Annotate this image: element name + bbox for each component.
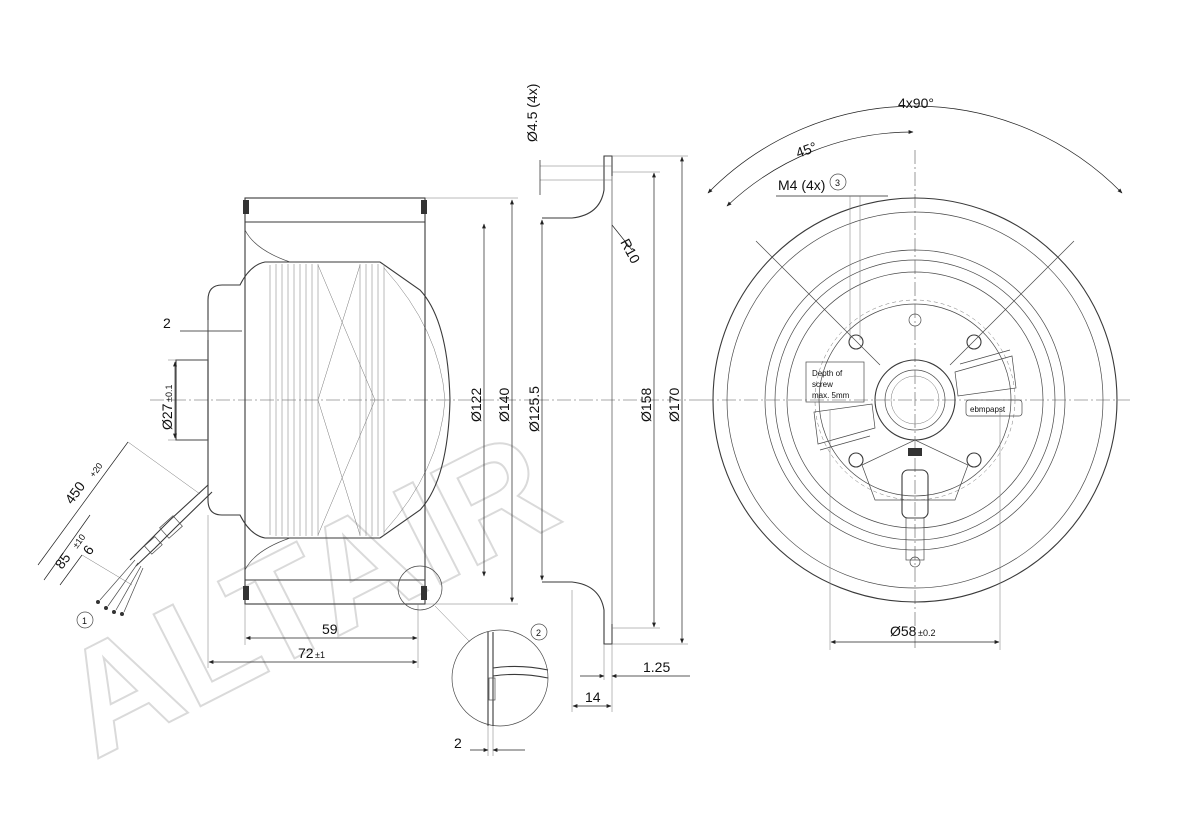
detail-circle <box>397 565 443 611</box>
side-dimensions: Ø27 ±0.1 2 Ø122 Ø140 59 72 ±1 <box>159 197 518 668</box>
dim-59-value: 59 <box>322 621 338 637</box>
m4-leader: M4 (4x) 3 <box>776 173 888 340</box>
callout-2-circle <box>530 623 548 641</box>
impeller-side <box>243 197 427 605</box>
dim-d158-value: Ø158 <box>638 388 654 422</box>
dim-d122-value: Ø122 <box>468 388 484 422</box>
top-screw <box>908 313 922 327</box>
depth-of-screw-label: Depth of screw max. 5mm <box>805 361 865 403</box>
hole-1 <box>848 334 864 350</box>
dim-line-r10 <box>611 224 633 251</box>
cable <box>96 484 213 616</box>
rotor-grooves <box>269 264 446 536</box>
callout-2-label: 2 <box>536 628 541 638</box>
hub-inner <box>884 369 946 431</box>
dim-r10-value: R10 <box>617 236 643 266</box>
inlet-ring-top <box>542 155 613 219</box>
dim-4x90-value: 4x90° <box>898 95 934 111</box>
side-view-motor <box>150 197 535 643</box>
callout-1-label: 1 <box>82 616 87 626</box>
dim-450-tol: +20 <box>88 461 105 479</box>
callout-1-circle <box>76 611 94 629</box>
depth-label-line1: Depth of <box>812 369 843 378</box>
motor-body <box>207 261 451 539</box>
m4-value: M4 (4x) <box>778 177 825 193</box>
detail-view: 2 2 <box>451 623 549 756</box>
dim-d58-value: Ø58 <box>890 623 917 639</box>
dim-d58-tol: ±0.2 <box>918 628 935 638</box>
brand-label: ebmpapst <box>970 405 1006 414</box>
dim-85-value: 85 <box>51 550 73 572</box>
dim-d27-tol: ±0.1 <box>164 385 174 402</box>
brand-logo: ebmpapst <box>965 399 1023 417</box>
detail-view-circle <box>451 629 549 727</box>
inlet-ring-inner <box>726 211 1104 589</box>
dim-125-value: 1.25 <box>643 659 670 675</box>
inlet-ring-bottom <box>542 581 613 645</box>
dim-72-value: 72 <box>298 645 314 661</box>
dim-2-left-value: 2 <box>163 315 171 331</box>
callout-3-circle <box>829 173 847 191</box>
dim-14-value: 14 <box>585 689 601 705</box>
dim-arc-45 <box>726 130 914 207</box>
impeller-frame <box>244 197 426 605</box>
dim-d125-value: Ø125.5 <box>526 386 542 432</box>
depth-label-line3: max. 5mm <box>812 391 850 400</box>
window-cutouts <box>813 349 1017 451</box>
dim-line-450 <box>37 441 129 566</box>
front-view: Depth of screw max. 5mm ebmpapst 4x90° 4… <box>700 95 1130 650</box>
dim-d45-value: Ø4.5 (4x) <box>524 84 540 142</box>
hole-2 <box>966 334 982 350</box>
dim-d170-value: Ø170 <box>666 388 682 422</box>
dim-detail-2-value: 2 <box>454 735 462 751</box>
outer-ring <box>712 197 1118 603</box>
hole-3 <box>848 452 864 468</box>
watermark: ALTAIR <box>32 398 580 789</box>
dim-line-6 <box>59 554 83 586</box>
inlet-ring-profile: Ø4.5 (4x) R10 Ø125.5 Ø158 Ø170 14 1.25 <box>524 84 700 712</box>
dim-line-85 <box>43 514 91 581</box>
dim-72-tol: ±1 <box>315 650 325 660</box>
diag-line-1 <box>755 240 881 366</box>
dim-45-value: 45° <box>794 139 819 161</box>
dim-d140-value: Ø140 <box>496 388 512 422</box>
mounting-holes <box>848 313 982 468</box>
diag-line-2 <box>949 240 1075 366</box>
callout-3-label: 3 <box>835 178 840 188</box>
dim-d27-value: Ø27 <box>159 403 175 430</box>
dim-450-value: 450 <box>61 478 88 506</box>
depth-label-line2: screw <box>812 380 833 389</box>
cable-exit <box>861 439 969 568</box>
rotor-outer <box>764 249 1066 551</box>
hole-4 <box>966 452 982 468</box>
watermark-text: ALTAIR <box>33 399 579 788</box>
